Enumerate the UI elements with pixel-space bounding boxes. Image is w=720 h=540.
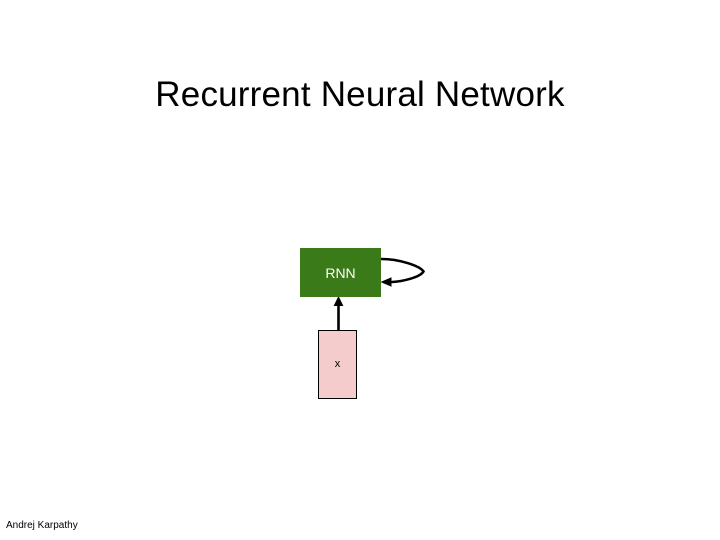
input-to-rnn-arrow xyxy=(333,296,344,330)
input-node: x xyxy=(318,330,357,399)
input-node-label: x xyxy=(334,358,341,370)
rnn-self-loop-arrow xyxy=(379,257,426,287)
rnn-node-label: RNN xyxy=(325,264,356,281)
author-credit: Andrej Karpathy xyxy=(6,520,78,531)
page-title: Recurrent Neural Network xyxy=(155,75,565,114)
rnn-node: RNN xyxy=(300,248,381,297)
